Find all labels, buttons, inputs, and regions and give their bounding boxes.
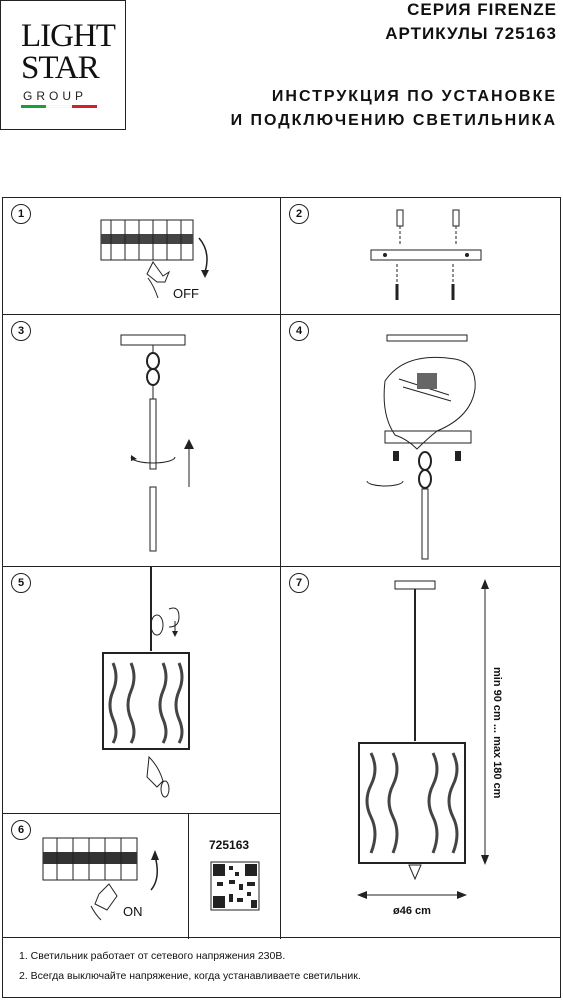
step-1-panel: 1 OFF: [3, 198, 281, 315]
qr-panel: 725163: [189, 814, 281, 939]
step-3-panel: 3: [3, 315, 281, 567]
instruction-title-line-1: ИНСТРУКЦИЯ ПО УСТАНОВКЕ: [271, 88, 557, 105]
qr-code-icon: [210, 861, 260, 911]
step-number: 6: [11, 820, 31, 840]
breaker-on-illustration: [42, 837, 159, 921]
diameter-label: ø46 cm: [393, 905, 431, 917]
step-6-panel: 6 ON: [3, 814, 189, 939]
off-label: OFF: [173, 286, 199, 301]
step-5-panel: 5: [3, 567, 281, 814]
step-7-panel: 7 min 90 cm ... max 180 cm ø46 cm: [281, 567, 560, 939]
notes-section: 1. Светильник работает от сетевого напря…: [2, 938, 561, 998]
article-numbers: АРТИКУЛЫ 725163: [385, 24, 557, 43]
step-4-panel: 4: [281, 315, 560, 567]
note-2: 2. Всегда выключайте напряжение, когда у…: [19, 970, 361, 982]
step-number: 3: [11, 321, 31, 341]
series-title: СЕРИЯ FIRENZE: [407, 0, 557, 19]
note-1: 1. Светильник работает от сетевого напря…: [19, 950, 286, 962]
instruction-title-line-2: И ПОДКЛЮЧЕНИЮ СВЕТИЛЬНИКА: [230, 112, 557, 129]
mounting-plate-illustration: [370, 209, 482, 300]
installed-dimensions-illustration: [357, 579, 489, 899]
breaker-off-illustration: [100, 219, 209, 299]
on-label: ON: [123, 904, 143, 919]
brand-logo: LIGHT STAR GROUP: [0, 0, 126, 130]
logo-line-2: STAR: [21, 50, 100, 86]
step-number: 7: [289, 573, 309, 593]
suspension-rod-illustration: [120, 334, 194, 552]
bulb-insertion-illustration: [102, 567, 190, 798]
italian-flag-stripe: [21, 105, 97, 108]
step-number: 2: [289, 204, 309, 224]
instruction-grid: 1 OFF 2: [2, 197, 561, 939]
step-number: 1: [11, 204, 31, 224]
logo-line-1: LIGHT: [21, 18, 116, 54]
qr-article-number: 725163: [209, 838, 250, 852]
step-2-panel: 2: [281, 198, 560, 315]
height-range-label: min 90 cm ... max 180 cm: [491, 667, 503, 799]
wiring-connection-illustration: [366, 334, 476, 560]
logo-line-3: GROUP: [23, 89, 88, 103]
step-number: 5: [11, 573, 31, 593]
step-number: 4: [289, 321, 309, 341]
